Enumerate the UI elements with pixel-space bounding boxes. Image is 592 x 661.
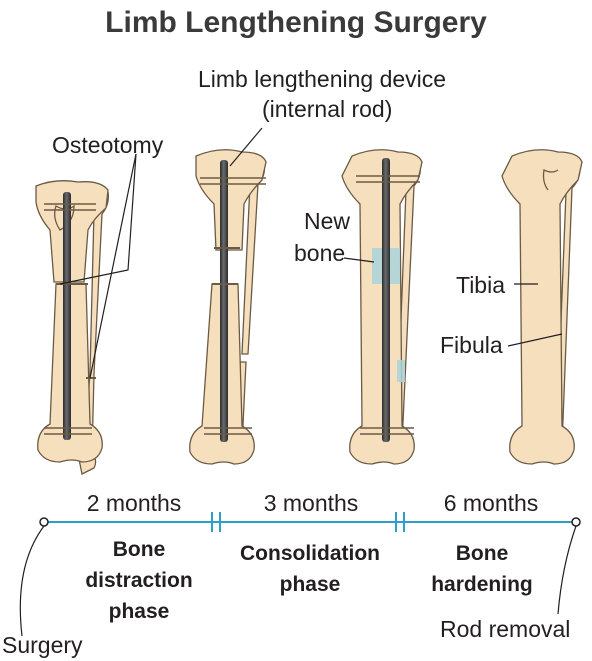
duration-consolidation: 3 months: [226, 490, 396, 517]
device-label-line2: (internal rod): [262, 96, 392, 123]
leg-hardened: [502, 150, 582, 464]
internal-rod: [382, 158, 390, 442]
fibula-label: Fibula: [440, 332, 503, 359]
surgery-label: Surgery: [2, 632, 83, 659]
new-bone-label-line1: New: [304, 208, 350, 235]
new-bone-region: [397, 360, 405, 382]
tibia-label: Tibia: [456, 272, 505, 299]
leg-osteotomy: [36, 181, 108, 474]
osteotomy-label: Osteotomy: [52, 132, 163, 159]
device-label-line1: Limb lengthening device: [198, 66, 446, 93]
phase-hardening: Bone hardening: [404, 538, 560, 600]
duration-hardening: 6 months: [406, 490, 576, 517]
internal-rod: [63, 192, 71, 440]
duration-distraction: 2 months: [54, 490, 214, 517]
internal-rod: [220, 160, 228, 442]
phase-consolidation: Consolidation phase: [220, 538, 400, 600]
rod-removal-label: Rod removal: [440, 616, 570, 643]
new-bone-label-line2: bone: [294, 240, 345, 267]
phase-distraction: Bone distraction phase: [64, 534, 214, 627]
